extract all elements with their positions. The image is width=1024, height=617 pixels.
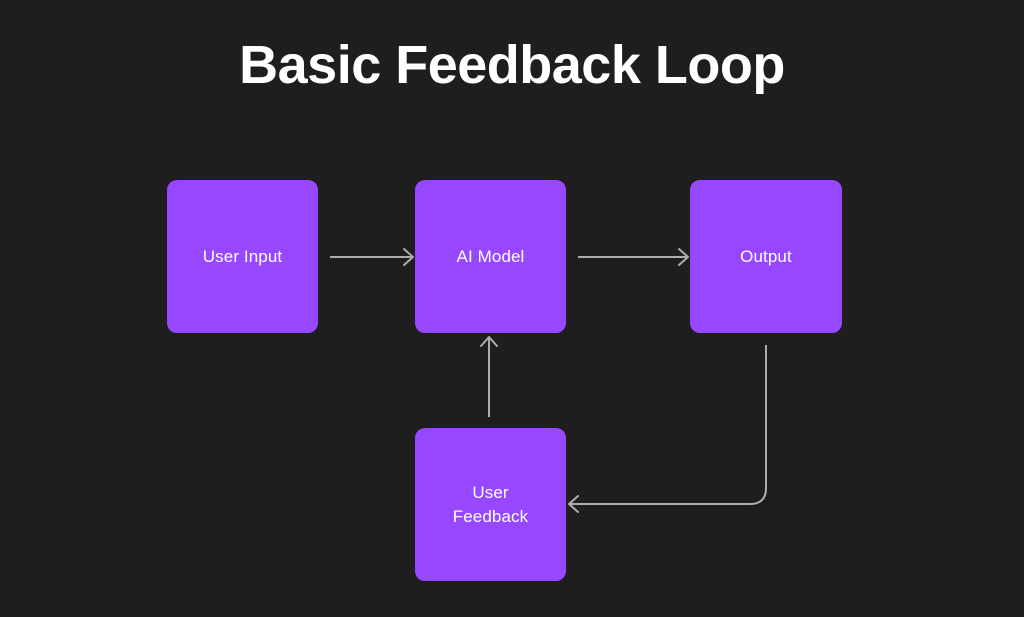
node-ai-model[interactable]: AI Model [415, 180, 566, 333]
node-output[interactable]: Output [690, 180, 842, 333]
arrowhead-left-icon [568, 495, 579, 513]
node-user-input[interactable]: User Input [167, 180, 318, 333]
arrowhead-up-icon [480, 336, 498, 347]
connector-ai-model-to-output [578, 248, 689, 266]
node-user-feedback[interactable]: User Feedback [415, 428, 566, 581]
arrowhead-right-icon [403, 248, 414, 266]
connector-elbow-path [570, 345, 767, 505]
connector-user-input-to-ai-model [330, 248, 414, 266]
arrowhead-right-icon [678, 248, 689, 266]
page-title: Basic Feedback Loop [239, 35, 785, 95]
connector-output-to-user-feedback [568, 345, 767, 513]
connector-user-feedback-to-ai-model [480, 336, 498, 417]
node-ai-model-label: AI Model [456, 246, 525, 266]
node-user-input-label: User Input [202, 246, 283, 266]
node-user-feedback-label: User Feedback [452, 482, 529, 526]
node-output-label: Output [740, 246, 792, 266]
